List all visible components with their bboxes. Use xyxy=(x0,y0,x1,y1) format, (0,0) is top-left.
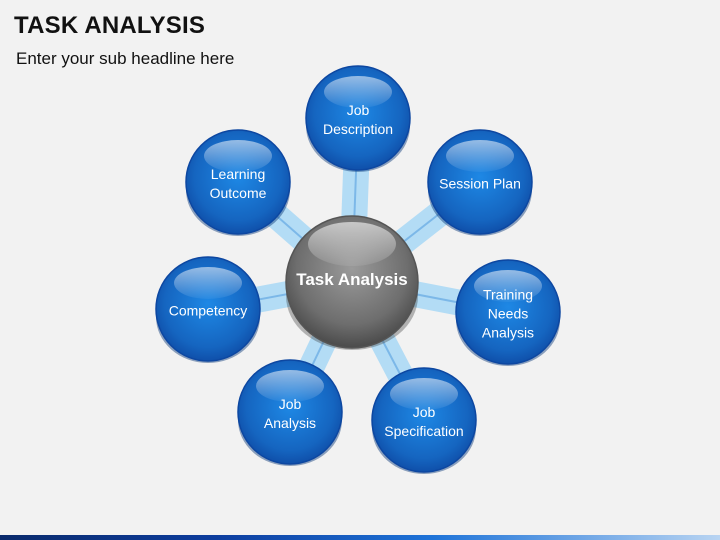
node-5 xyxy=(155,256,261,363)
node-label-1: Session Plan xyxy=(439,175,521,192)
node-gloss-2 xyxy=(474,270,542,302)
node-gloss-5 xyxy=(174,267,242,299)
node-0 xyxy=(305,65,411,172)
node-gloss-0 xyxy=(324,76,392,108)
node-3 xyxy=(371,367,477,474)
page-subtitle: Enter your sub headline here xyxy=(16,49,235,68)
node-label-4: Job Analysis xyxy=(263,396,317,431)
node-gloss-4 xyxy=(256,370,324,402)
center-hub-gloss xyxy=(308,222,396,266)
node-2 xyxy=(455,259,561,366)
page-title: TASK ANALYSIS xyxy=(14,12,206,39)
nodes xyxy=(155,65,561,474)
center-hub-label: Task Analysis xyxy=(296,270,408,289)
node-label-2: Training Needs Analysis xyxy=(481,286,535,341)
node-label-3: Job Specification xyxy=(384,404,464,439)
footer-accent-bar xyxy=(0,535,720,540)
node-4 xyxy=(237,359,343,466)
node-label-6: Learning Outcome xyxy=(209,166,267,201)
node-1 xyxy=(427,129,533,236)
node-label-0: Job Description xyxy=(322,102,394,137)
center-hub xyxy=(285,215,419,350)
node-gloss-3 xyxy=(390,378,458,410)
node-gloss-1 xyxy=(446,140,514,172)
node-6 xyxy=(185,129,291,236)
node-label-5: Competency xyxy=(168,302,248,319)
node-gloss-6 xyxy=(204,140,272,172)
